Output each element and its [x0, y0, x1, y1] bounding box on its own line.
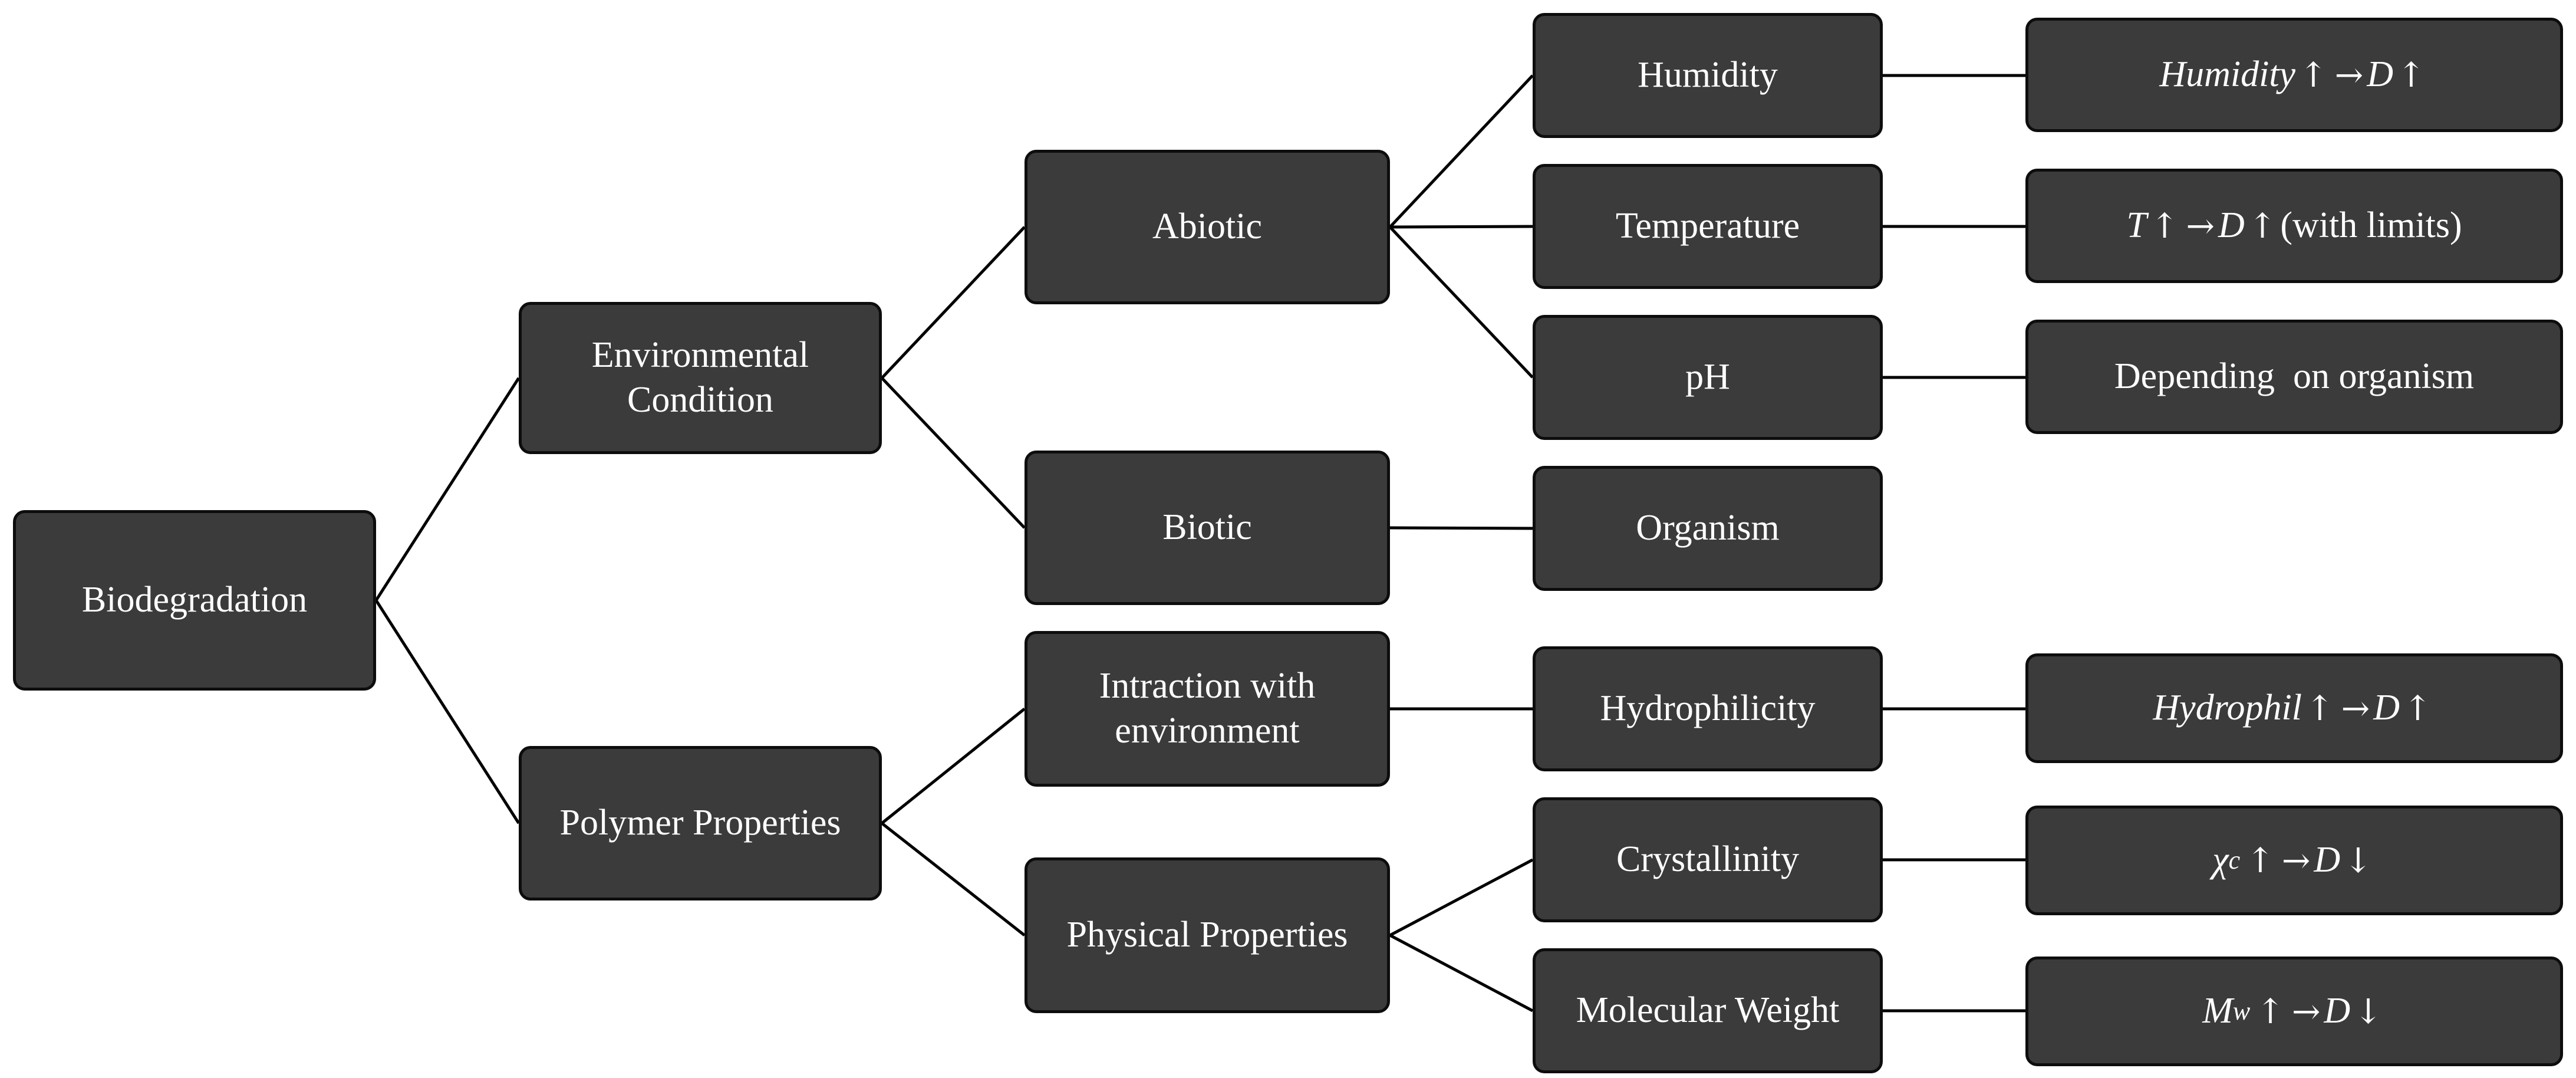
- node-biotic: Biotic: [1025, 451, 1390, 605]
- node-temperature: Temperature: [1533, 164, 1883, 289]
- node-crystallinity: Crystallinity: [1533, 797, 1883, 922]
- effect-hydrophilicity-var: Hydrophil: [2153, 688, 2302, 728]
- right-arrow-icon: →: [2291, 991, 2321, 1031]
- connector-from-environmental-2: [881, 226, 1026, 379]
- connector-from-physical-11: [1389, 858, 1534, 937]
- node-abiotic: Abiotic: [1025, 150, 1390, 304]
- connector-from-biodegradation-1: [374, 599, 521, 824]
- up-arrow-icon: ↑: [2403, 688, 2432, 728]
- node-interaction-with-environment: Intraction with environment: [1025, 631, 1390, 787]
- connector-from-polymer-4: [881, 708, 1026, 824]
- up-arrow-icon: ↑: [2305, 688, 2334, 728]
- node-environmental-condition: Environmental Condition: [519, 302, 882, 454]
- up-arrow-icon: ↑: [2397, 54, 2426, 95]
- effect-crystallinity-sub: c: [2228, 846, 2241, 875]
- effect-crystallinity-d: D: [2314, 840, 2341, 880]
- up-arrow-icon: ↑: [2246, 840, 2275, 880]
- effect-hydrophilicity: Hydrophil ↑ → D ↑: [2025, 653, 2563, 763]
- effect-molecular-weight-d: D: [2324, 991, 2351, 1031]
- down-arrow-icon: ↓: [2354, 991, 2383, 1031]
- connector-from-polymer-5: [881, 822, 1026, 936]
- up-arrow-icon: ↑: [2150, 205, 2179, 246]
- down-arrow-icon: ↓: [2344, 840, 2373, 880]
- connector-from-biodegradation-0: [374, 377, 521, 602]
- node-polymer-properties: Polymer Properties: [519, 746, 882, 900]
- effect-molecular-weight-var: M: [2202, 991, 2233, 1031]
- effect-temperature-var: T: [2126, 205, 2147, 246]
- node-humidity: Humidity: [1533, 13, 1883, 138]
- effect-humidity-d: D: [2367, 54, 2394, 95]
- effect-humidity-var: Humidity: [2159, 54, 2296, 95]
- node-organism: Organism: [1533, 466, 1883, 591]
- node-hydrophilicity: Hydrophilicity: [1533, 646, 1883, 771]
- right-arrow-icon: →: [2341, 688, 2370, 728]
- right-arrow-icon: →: [2334, 54, 2364, 95]
- effect-ph: Depending on organism: [2025, 320, 2563, 434]
- connector-from-abiotic-7: [1389, 225, 1533, 229]
- right-arrow-icon: →: [2186, 205, 2215, 246]
- right-arrow-icon: →: [2281, 840, 2311, 880]
- node-biodegradation: Biodegradation: [13, 510, 376, 691]
- effect-temperature-note: (with limits): [2280, 205, 2462, 246]
- node-physical-properties: Physical Properties: [1025, 857, 1390, 1013]
- effect-molecular-weight-sub: w: [2232, 997, 2251, 1026]
- connector-from-environmental-3: [881, 377, 1026, 529]
- effect-temperature-d: D: [2218, 205, 2245, 246]
- connector-from-physical-12: [1389, 934, 1534, 1013]
- effect-humidity: Humidity ↑ → D ↑: [2025, 18, 2563, 132]
- node-molecular-weight: Molecular Weight: [1533, 948, 1883, 1073]
- up-arrow-icon: ↑: [2248, 205, 2277, 246]
- effect-crystallinity-var: χ: [2212, 840, 2229, 880]
- node-ph: pH: [1533, 315, 1883, 440]
- up-arrow-icon: ↑: [2256, 991, 2285, 1031]
- connector-from-abiotic-6: [1389, 74, 1534, 228]
- effect-hydrophilicity-d: D: [2373, 688, 2400, 728]
- effect-temperature: T ↑ → D ↑ (with limits): [2025, 169, 2563, 283]
- connector-from-abiotic-8: [1389, 226, 1534, 379]
- up-arrow-icon: ↑: [2299, 54, 2328, 95]
